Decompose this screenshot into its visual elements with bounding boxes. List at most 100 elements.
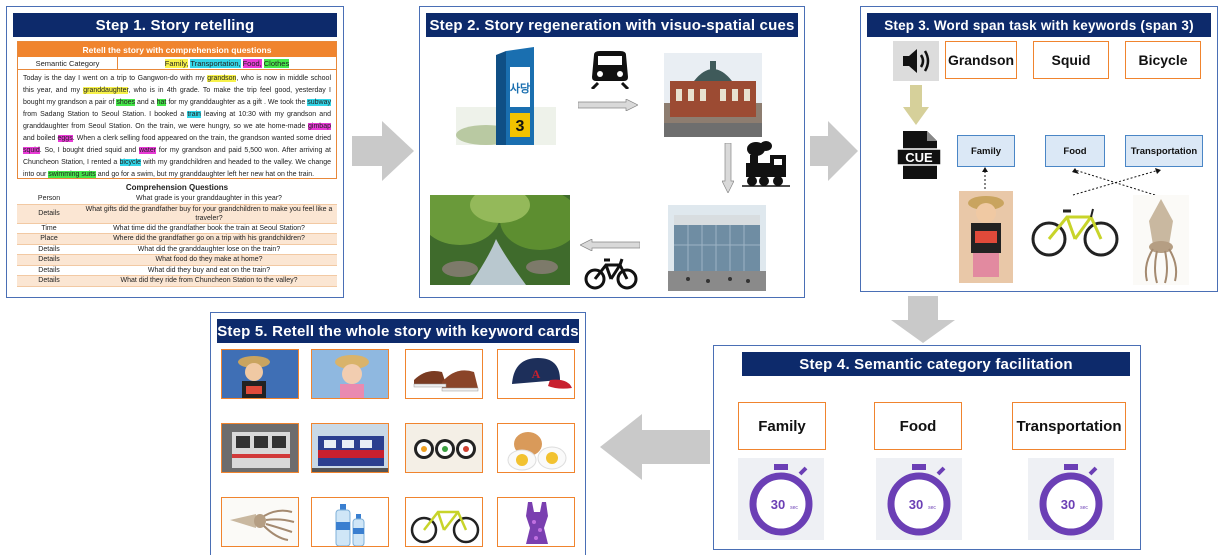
step4-title: Step 4. Semantic category facilitation [742, 352, 1130, 376]
keyword-card [497, 497, 575, 547]
timer-value: 30 [909, 497, 923, 512]
question-type: Place [40, 235, 58, 243]
story-keyword: bicycle [119, 159, 141, 166]
story-keyword: water [138, 147, 157, 154]
story-keyword: squid [23, 147, 40, 154]
story-segment: with my grandchildren and headed to the … [23, 159, 331, 178]
timer-value: 30 [771, 497, 785, 512]
step2-panel: Step 2. Story regeneration with visuo-sp… [419, 6, 805, 298]
train-icon [588, 51, 632, 91]
question-text: What did they ride from Chuncheon Statio… [120, 277, 298, 285]
story-segment: for my granddaughter as a gift . We took… [166, 99, 308, 106]
arrow-step2-to-step3 [810, 121, 858, 181]
keyword-card: A [497, 349, 575, 399]
semantic-category-list: Family,Transportation,Food,Clothes [118, 57, 336, 69]
step3-panel: Step 3. Word span task with keywords (sp… [860, 6, 1218, 292]
cue-label: CUE [905, 150, 933, 165]
semantic-category-item: Family, [164, 58, 189, 68]
timer-unit: sec [928, 505, 936, 511]
bicycle-photo [406, 498, 482, 546]
squid-photo [222, 498, 298, 546]
timer-transportation: 30 sec [1028, 458, 1114, 540]
story-box: Retell the story with comprehension ques… [17, 41, 337, 179]
squid-photo [1133, 195, 1189, 285]
story-segment: , who is in 4th grade. To make the trip … [23, 87, 331, 106]
timer-unit: sec [1080, 505, 1088, 511]
keyword-card [405, 423, 483, 473]
arrow-step1-to-step2 [352, 121, 414, 181]
story-keyword: swimming suits [48, 171, 96, 178]
step3-arrow-down [903, 85, 929, 125]
category-food: Food [1045, 135, 1105, 167]
arrow-step3-to-step4 [891, 296, 955, 343]
question-text: What did they buy and eat on the train? [147, 266, 271, 274]
story-keyword: eggs [57, 135, 73, 142]
subway-photo [222, 424, 298, 472]
story-keyword: hat [156, 99, 167, 106]
keyword-card [497, 423, 575, 473]
story-segment: and go for a swim, but my granddaughter … [95, 171, 315, 178]
bicycle-icon [584, 257, 638, 291]
semantic-category-item: Clothes [263, 58, 290, 68]
timer-value: 30 [1061, 497, 1075, 512]
step4-panel: Step 4. Semantic category facilitation F… [713, 345, 1141, 550]
step1-panel: Step 1. Story retelling Retell the story… [6, 6, 344, 298]
story-keyword: gimbap [308, 123, 331, 130]
granddaughter-photo [312, 350, 388, 398]
story-box-header: Retell the story with comprehension ques… [18, 42, 336, 57]
keyword-grandson: Grandson [945, 41, 1017, 79]
question-type: Time [41, 224, 57, 232]
swimsuit-photo [498, 498, 574, 546]
keyword-card [405, 497, 483, 547]
semantic-category-item: Food, [242, 58, 262, 68]
story-keyword: subway [307, 99, 331, 106]
arrow-step4-to-step5 [600, 414, 710, 480]
question-type: Details [38, 277, 60, 285]
story-keyword: granddaughter [83, 87, 129, 94]
question-text: Where did the grandfather go on a trip w… [113, 235, 305, 243]
story-text: Today is the day I went on a trip to Gan… [18, 70, 336, 184]
keyword-card [221, 497, 299, 547]
water-photo [312, 498, 388, 546]
timer-family: 30 sec [738, 458, 824, 540]
question-row: Time What time did the grandfather book t… [17, 224, 337, 234]
timer-unit: sec [790, 505, 798, 511]
category-transportation: Transportation [1125, 135, 1203, 167]
speaker-icon [893, 41, 939, 81]
question-text: What time did the grandfather book the t… [113, 224, 305, 232]
question-type: Details [38, 266, 60, 274]
shoes-photo [406, 350, 482, 398]
gimbap-photo [406, 424, 482, 472]
story-keyword: shoes [116, 99, 136, 106]
keyword-card [221, 423, 299, 473]
step1-title: Step 1. Story retelling [13, 13, 337, 37]
step2-arrow-left [580, 239, 640, 251]
question-row: Details What did they ride from Chuncheon… [17, 276, 337, 287]
steam-train-icon [742, 141, 790, 187]
semantic-category-label: Semantic Category [18, 57, 118, 69]
question-type: Details [38, 245, 60, 253]
keyword-card [311, 423, 389, 473]
step4-category-family: Family [738, 402, 826, 450]
question-type: Details [38, 256, 60, 264]
grandson-photo [959, 191, 1013, 283]
question-row: Details What did they buy and eat on the … [17, 266, 337, 276]
keyword-bicycle: Bicycle [1125, 41, 1201, 79]
step2-arrow-right [578, 99, 638, 111]
story-keyword: train [187, 111, 201, 118]
station-number: 3 [516, 118, 525, 135]
cue-file-icon: CUE [896, 131, 942, 179]
semantic-category-item: Transportation, [190, 58, 241, 68]
semantic-category-row: Semantic Category Family,Transportation,… [18, 57, 336, 70]
step2-title: Step 2. Story regeneration with visuo-sp… [426, 13, 798, 37]
train-photo [312, 424, 388, 472]
keyword-squid: Squid [1033, 41, 1109, 79]
question-row: Place Where did the grandfather go on a t… [17, 234, 337, 245]
